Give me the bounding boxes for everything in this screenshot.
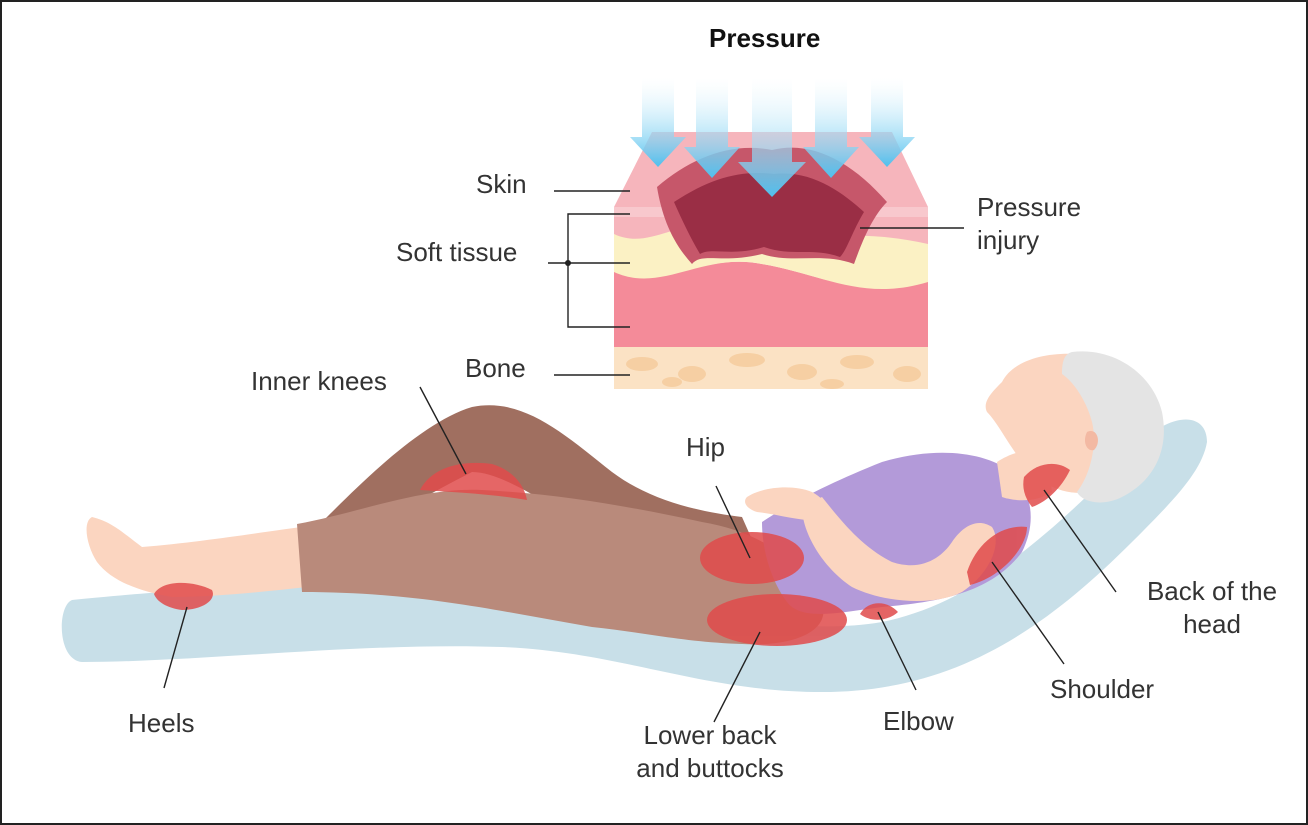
bone-layer [614, 347, 928, 389]
spot-elbow [860, 603, 898, 620]
spot-lower-back [707, 594, 847, 646]
label-shoulder: Shoulder [1050, 674, 1155, 704]
patient-illustration [61, 351, 1207, 723]
label-pressure-injury-2: injury [977, 225, 1040, 255]
label-pressure-injury-1: Pressure [977, 192, 1082, 222]
near-leg [297, 489, 824, 645]
label-bone: Bone [465, 353, 526, 383]
pressure-wound-core [674, 172, 864, 257]
label-back-of-head-1: Back of the [1146, 576, 1278, 606]
label-heels: Heels [128, 708, 195, 738]
label-hip: Hip [686, 432, 726, 462]
spot-heels [154, 582, 213, 610]
pressure-spots [154, 462, 1070, 646]
tissue-cross-section [548, 78, 964, 389]
label-lower-back-1: Lower back [643, 720, 777, 750]
label-skin: Skin [476, 169, 527, 199]
lower-leg [86, 517, 307, 597]
leader-dot [565, 260, 571, 266]
label-soft-tissue: Soft tissue [396, 237, 518, 267]
cross-section-leaders [548, 190, 964, 376]
hand [745, 487, 828, 521]
label-elbow: Elbow [883, 706, 954, 736]
label-back-of-head-2: head [1183, 609, 1241, 639]
diagram-title: Pressure [709, 23, 821, 53]
arm [802, 497, 996, 602]
hair [1062, 351, 1164, 503]
spot-inner-knees [420, 462, 527, 500]
muscle-layer [614, 261, 928, 347]
spot-back-of-head [1023, 463, 1070, 507]
spot-hip [700, 532, 804, 584]
body-leaders [163, 386, 1117, 723]
label-lower-back-2: and buttocks [636, 753, 784, 783]
label-inner-knees: Inner knees [251, 366, 387, 396]
pressure-arrows [630, 78, 915, 197]
spot-shoulder [967, 526, 1027, 585]
mattress [61, 419, 1207, 692]
ear [1084, 431, 1098, 451]
bone-texture [626, 353, 921, 389]
